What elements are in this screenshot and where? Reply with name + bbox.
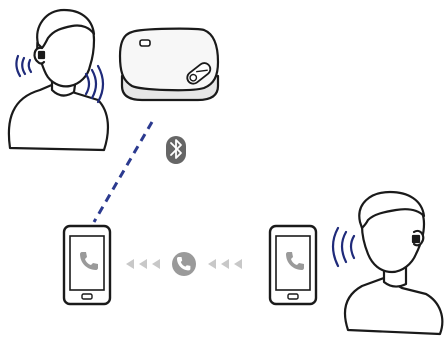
bluetooth-icon <box>166 136 186 164</box>
person-bottom-right <box>345 192 442 334</box>
smartphone-left-home-button <box>82 294 92 299</box>
sound-waves-top-left-outer <box>16 56 31 76</box>
call-arrows-right <box>208 259 242 269</box>
person-top-left <box>9 10 108 150</box>
smartphone-right <box>270 226 316 304</box>
smartphone-right-home-button <box>288 294 298 299</box>
sound-waves-bottom-right <box>333 228 354 266</box>
smartphone-left <box>64 226 110 304</box>
phone-call-icon <box>172 252 196 276</box>
device-top <box>120 29 218 90</box>
call-arrows-left <box>126 259 160 269</box>
person-bottom-right-earbud <box>413 236 419 242</box>
speakerphone-device <box>120 29 218 100</box>
device-indicator <box>140 40 150 46</box>
person-top-left-earbud <box>39 52 44 58</box>
